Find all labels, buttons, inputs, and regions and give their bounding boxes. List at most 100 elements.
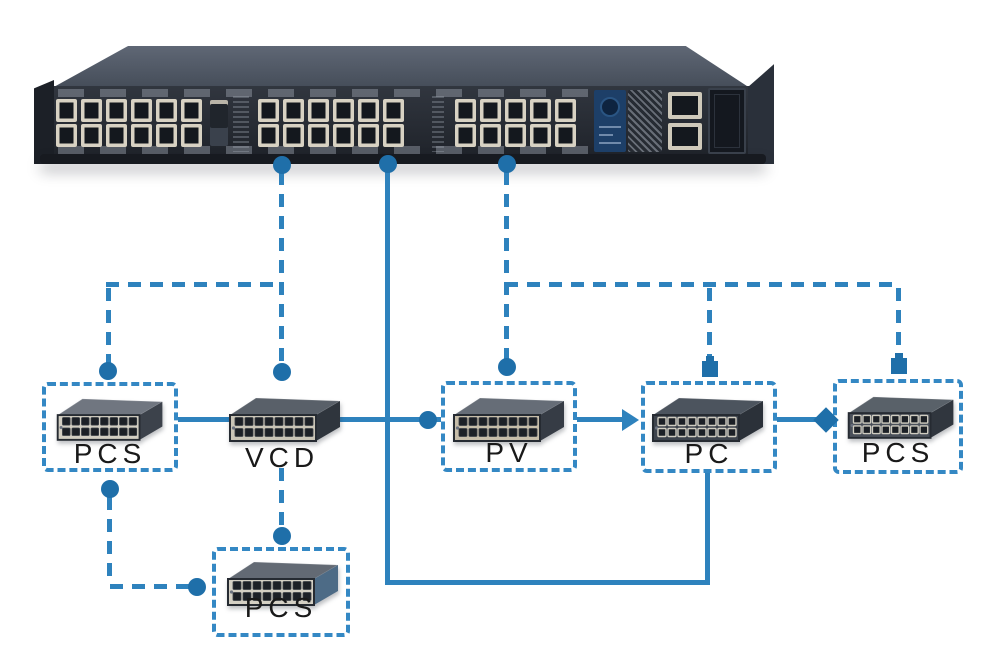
node-label-pcs-left: PCS: [73, 438, 147, 469]
arrowhead-pv-to-pc: [622, 409, 639, 431]
node-label-pcs-right: PCS: [861, 437, 935, 468]
node-box-pcs-right: [833, 379, 963, 474]
solid-line-pv-pc: [577, 417, 623, 422]
node-box-pcs-bottom: [212, 547, 350, 637]
port-bank-2: [258, 99, 404, 147]
device-pv: [448, 388, 572, 451]
solid-line-up-to-pc: [705, 473, 710, 585]
rj45-port: [56, 124, 77, 147]
rj45-port: [156, 99, 177, 122]
junction-dot: [273, 527, 291, 545]
node-label-pcs-bottom: PCS: [244, 592, 318, 623]
solid-line-switch-down: [385, 162, 390, 585]
uplink-port-1: [668, 92, 702, 119]
panel-divider: [432, 96, 444, 152]
node-box-pv: [441, 381, 577, 472]
rj45-port: [480, 99, 501, 122]
dashed-line-to-pcsbottom: [110, 584, 192, 589]
status-display: [708, 88, 746, 154]
solid-line-bottom-run: [385, 580, 710, 585]
rj45-port: [283, 99, 304, 122]
node-label-vcd: VCD: [244, 442, 320, 473]
solid-line-pc-pcs: [777, 417, 819, 422]
device-pcs-bottom: [222, 552, 346, 615]
rj45-port: [131, 124, 152, 147]
junction-dot: [498, 358, 516, 376]
rj45-port: [358, 99, 379, 122]
panel-divider: [233, 96, 249, 152]
node-box-pcs-left: [42, 382, 178, 472]
rj45-port: [283, 124, 304, 147]
rj45-port: [555, 99, 576, 122]
dashed-line-to-pcs-right: [896, 288, 901, 359]
rj45-port: [131, 99, 152, 122]
rj45-port: [308, 124, 329, 147]
rj45-port: [505, 124, 526, 147]
dashed-line-switch-vcd: [279, 172, 284, 366]
junction-dot: [273, 363, 291, 381]
rj45-port: [181, 124, 202, 147]
rj45-port: [258, 99, 279, 122]
rj45-port: [181, 99, 202, 122]
rj45-port: [156, 124, 177, 147]
dashed-line-branch-left: [106, 282, 284, 287]
junction-dot: [188, 578, 206, 596]
rj45-port: [555, 124, 576, 147]
junction-dot: [273, 156, 291, 174]
rj45-port: [56, 99, 77, 122]
reset-dial: [600, 97, 620, 117]
core-switch-right-cap: [748, 64, 774, 164]
rj45-port: [81, 124, 102, 147]
port-label-strip: [58, 146, 594, 154]
device-pc: [646, 388, 772, 451]
dashed-line-branch-right: [505, 282, 901, 287]
node-label-pc: PC: [684, 438, 734, 469]
module-label-line: [599, 134, 613, 136]
node-box-pc: [641, 381, 777, 473]
rj45-port: [383, 99, 404, 122]
dashed-line-to-pc: [707, 288, 712, 362]
rj45-port: [383, 124, 404, 147]
core-switch-base: [40, 154, 766, 164]
junction-dot: [498, 155, 516, 173]
core-switch-top: [52, 46, 750, 88]
device-pcs-right: [843, 386, 961, 449]
rj45-port: [333, 124, 354, 147]
management-module: [594, 90, 626, 152]
port-label-strip: [58, 89, 594, 97]
junction-dot: [419, 411, 437, 429]
junction-square: [702, 356, 718, 377]
rj45-port: [258, 124, 279, 147]
dashed-line-vcd-pcsbottom: [279, 468, 284, 530]
port-bank-1: [56, 99, 202, 147]
device-vcd: [224, 388, 348, 451]
dashed-line-switch-pv: [504, 172, 509, 362]
node-label-pv: PV: [485, 437, 533, 468]
rj45-port: [455, 124, 476, 147]
vent-grid: [628, 90, 662, 152]
rj45-port: [505, 99, 526, 122]
device-pcs-left: [52, 388, 170, 451]
dashed-line-to-pcs-left: [106, 288, 111, 364]
rj45-port: [455, 99, 476, 122]
junction-dot: [99, 362, 117, 380]
rj45-port: [81, 99, 102, 122]
dashed-line-pcsleft-down: [107, 497, 112, 585]
sfp-module: [210, 100, 228, 146]
uplink-port-2: [668, 123, 702, 150]
junction-square: [891, 353, 907, 374]
rj45-port: [480, 124, 501, 147]
port-bank-3: [455, 99, 576, 147]
rj45-port: [358, 124, 379, 147]
junction-dot: [379, 155, 397, 173]
rj45-port: [106, 124, 127, 147]
module-label-line: [599, 126, 621, 128]
rj45-port: [333, 99, 354, 122]
rj45-port: [530, 99, 551, 122]
module-label-line: [599, 142, 621, 144]
junction-dot: [101, 480, 119, 498]
rj45-port: [106, 99, 127, 122]
rj45-port: [308, 99, 329, 122]
rj45-port: [530, 124, 551, 147]
